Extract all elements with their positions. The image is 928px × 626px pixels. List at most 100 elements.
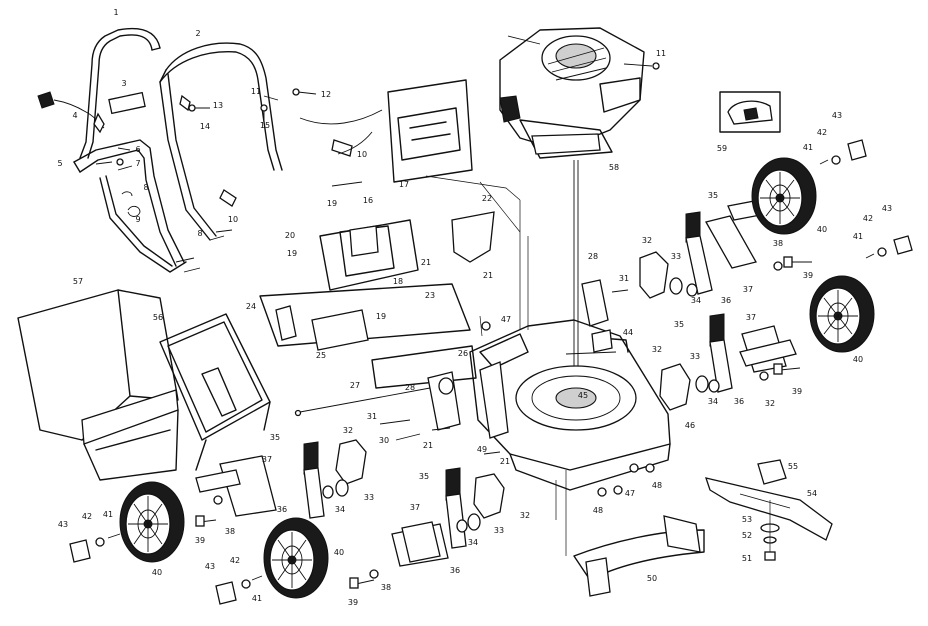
part-callout-32: 32 [520,511,530,520]
key-switch-59 [719,91,781,133]
part-callout-41: 41 [853,232,863,241]
part-callout-21: 21 [421,258,431,267]
part-callout-35: 35 [419,472,429,481]
part-callout-21: 21 [483,271,493,280]
part-callout-15: 15 [260,121,270,130]
mounting-bracket-22 [451,211,495,263]
part-callout-39: 39 [348,598,358,607]
part-callout-26: 26 [458,349,468,358]
part-callout-27: 27 [350,381,360,390]
part-callout-41: 41 [252,594,262,603]
part-callout-20: 20 [285,231,295,240]
grass-bag-frame [159,313,271,471]
deck-baffle-50 [573,515,705,597]
part-callout-9: 9 [135,215,140,224]
part-callout-49: 49 [477,445,487,454]
part-callout-53: 53 [742,515,752,524]
part-callout-33: 33 [494,526,504,535]
part-callout-48: 48 [593,506,603,515]
part-callout-19: 19 [287,249,297,258]
part-callout-16: 16 [363,196,373,205]
part-callout-33: 33 [364,493,374,502]
part-callout-36: 36 [734,397,744,406]
part-callout-57: 57 [73,277,83,286]
part-callout-42: 42 [82,512,92,521]
part-callout-17: 17 [399,180,409,189]
part-callout-24: 24 [246,302,256,311]
blade [705,477,833,541]
height-adjuster-front-right [685,211,757,295]
part-callout-32: 32 [652,345,662,354]
part-callout-38: 38 [225,527,235,536]
blade-adapter-55 [757,459,787,485]
part-callout-43: 43 [58,520,68,529]
part-callout-32: 32 [642,236,652,245]
grass-catcher-bag [17,289,179,481]
engine-mount-bolt-11 [623,62,660,70]
height-adjuster-rear-left [219,441,325,519]
handle-bolts [95,88,317,273]
control-bail [108,91,146,115]
part-callout-34: 34 [468,538,478,547]
mower-deck [469,319,671,491]
part-callout-19: 19 [376,312,386,321]
part-callout-38: 38 [381,583,391,592]
part-callout-21: 21 [500,457,510,466]
part-callout-30: 30 [379,436,389,445]
axle-bolts [195,256,812,589]
part-callout-32: 32 [765,399,775,408]
rear-skirt [259,283,477,389]
deck-leader-lines [425,175,567,556]
part-callout-8: 8 [143,183,148,192]
part-callout-37: 37 [410,503,420,512]
ratchet-plates [335,251,691,519]
part-callout-42: 42 [863,214,873,223]
part-callout-22: 22 [482,194,492,203]
engine-crankshaft [573,160,579,390]
part-callout-2: 2 [195,29,200,38]
part-callout-41: 41 [803,143,813,152]
part-callout-33: 33 [690,352,700,361]
wheel-rear-right [809,275,875,353]
part-callout-44: 44 [623,328,633,337]
engine [499,27,645,159]
part-callout-43: 43 [205,562,215,571]
deck-bolts [379,289,655,497]
part-callout-40: 40 [334,548,344,557]
part-callout-39: 39 [792,387,802,396]
rear-door-assembly [319,219,419,291]
part-callout-56: 56 [153,313,163,322]
part-callout-59: 59 [717,144,727,153]
part-callout-7: 7 [135,159,140,168]
part-callout-13: 13 [213,101,223,110]
part-callout-34: 34 [335,505,345,514]
part-callout-3: 3 [121,79,126,88]
part-callout-45: 45 [578,391,588,400]
middle-handle [159,42,283,241]
part-callout-11: 11 [251,87,261,96]
part-callout-31: 31 [367,412,377,421]
part-callout-35: 35 [270,433,280,442]
part-callout-43: 43 [832,111,842,120]
part-callout-10: 10 [357,150,367,159]
part-callout-52: 52 [742,531,752,540]
part-callout-11: 11 [656,49,666,58]
part-callout-19: 19 [327,199,337,208]
part-callout-42: 42 [230,556,240,565]
spacers-and-washers [213,261,783,579]
part-callout-28: 28 [588,252,598,261]
part-callout-4: 4 [72,111,77,120]
part-callout-1: 1 [113,8,118,17]
part-callout-39: 39 [195,536,205,545]
part-callout-47: 47 [501,315,511,324]
part-callout-8: 8 [197,229,202,238]
part-callout-14: 14 [200,122,210,131]
part-callout-21: 21 [423,441,433,450]
wheel-rear-left [119,481,185,563]
part-callout-48: 48 [652,481,662,490]
part-callout-46: 46 [685,421,695,430]
part-callout-54: 54 [807,489,817,498]
axle-bracket-28 [427,371,461,431]
wheel-front-left [263,517,329,599]
